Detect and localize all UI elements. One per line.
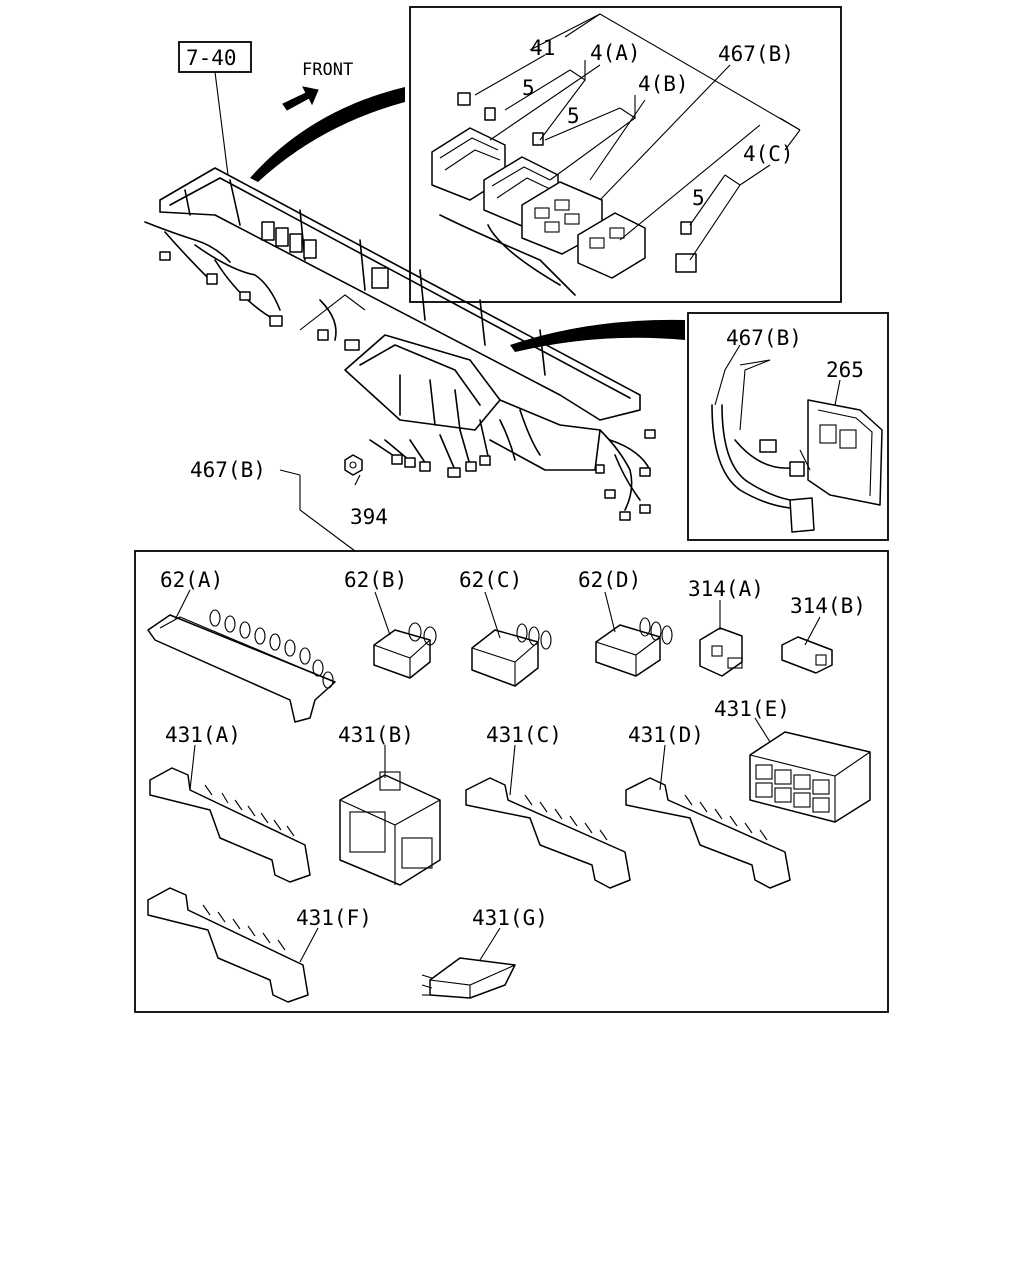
fuse-box-illustration: [431, 92, 697, 296]
front-arrow-icon: [282, 86, 319, 111]
callout-5-c: 5: [692, 186, 705, 210]
callout-431c: 431(C): [486, 723, 562, 747]
connector-265-illustration: [711, 399, 883, 533]
callout-314b: 314(B): [790, 594, 866, 618]
callout-431b: 431(B): [338, 723, 414, 747]
callout-431d: 431(D): [628, 723, 704, 747]
callout-41: 41: [530, 36, 555, 60]
connector-inset-leaders: [714, 344, 841, 431]
pointer-wedge-top: [250, 87, 405, 182]
reference-box: 7-40: [178, 41, 252, 73]
harness-assembly-illustration: [144, 167, 656, 521]
callout-314a: 314(A): [688, 577, 764, 601]
callout-4a: 4(A): [590, 41, 641, 65]
parts-leaders: [174, 589, 821, 963]
fuse-box-leaders: [474, 13, 801, 261]
fuse-box-inset-frame: [409, 6, 842, 303]
callout-4b: 4(B): [638, 72, 689, 96]
callout-62a: 62(A): [160, 568, 223, 592]
callout-5-b: 5: [567, 104, 580, 128]
callout-5-a: 5: [522, 76, 535, 100]
callout-467b-left: 467(B): [190, 458, 266, 482]
callout-62b: 62(B): [344, 568, 407, 592]
callout-431f: 431(F): [296, 906, 372, 930]
callout-431e: 431(E): [714, 697, 790, 721]
callout-265: 265: [826, 358, 864, 382]
callout-467b-top: 467(B): [718, 42, 794, 66]
front-label: FRONT: [302, 60, 353, 80]
pointer-wedge-right: [510, 319, 685, 352]
connector-inset-frame: [687, 312, 889, 541]
parts-illustrations: [147, 609, 871, 1003]
reference-label: 7-40: [186, 46, 237, 70]
callout-431a: 431(A): [165, 723, 241, 747]
callout-62d: 62(D): [578, 568, 641, 592]
callout-394: 394: [350, 505, 388, 529]
callout-467b-right: 467(B): [726, 326, 802, 350]
parts-panel-frame: [134, 550, 889, 1013]
callout-4c: 4(C): [743, 142, 794, 166]
callout-62c: 62(C): [459, 568, 522, 592]
callout-431g: 431(G): [472, 906, 548, 930]
